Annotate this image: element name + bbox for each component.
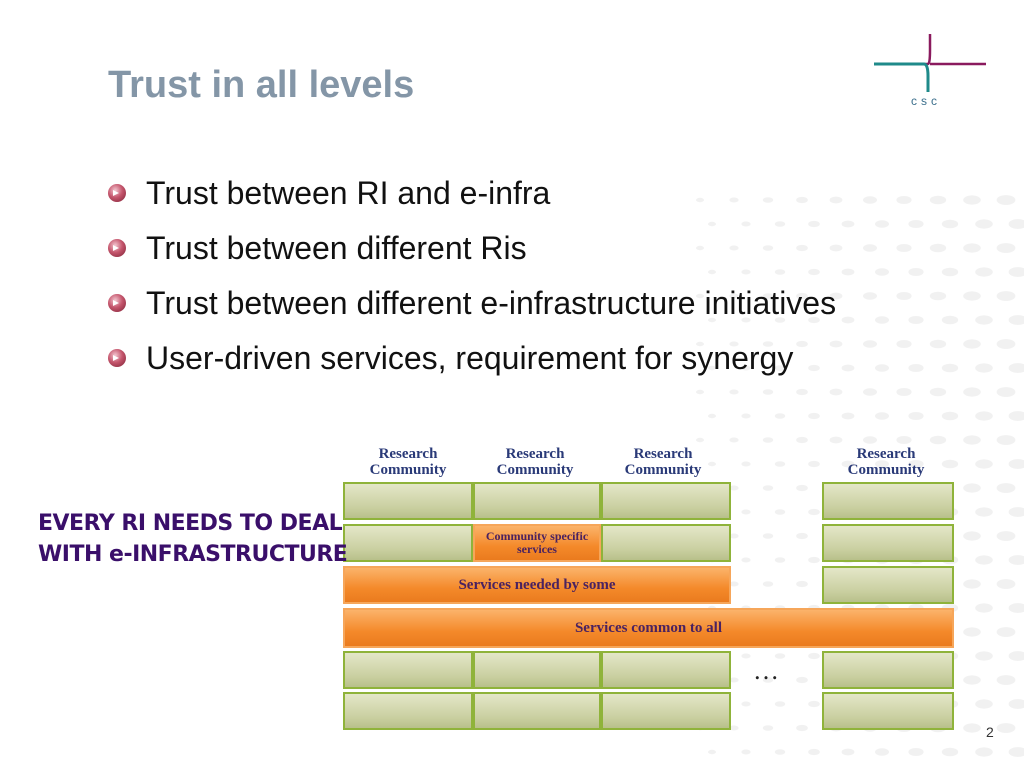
service-cell [822,651,954,689]
bullet-arrow-icon [108,294,126,312]
service-cell [343,482,473,520]
service-cell [601,651,731,689]
service-cell [822,566,954,604]
community-label-line2: Community [847,462,925,478]
community-label: Research Community [821,446,951,478]
bullet-item: User-driven services, requirement for sy… [108,339,868,378]
service-cell [473,651,601,689]
service-cell [343,692,473,730]
community-specific-line1: Community specific [485,529,589,543]
services-needed-by-some: Services needed by some [343,566,731,604]
community-label-line2: Community [496,462,574,478]
service-cell [601,524,731,562]
bullet-text: User-driven services, requirement for sy… [146,340,794,376]
community-label-line2: Community [624,462,702,478]
community-specific-services: Community specific services [473,524,601,562]
community-label: Research Community [343,446,473,478]
callout-line2: WITH e-INFRASTRUCTURE [38,542,348,567]
bullet-text: Trust between RI and e-infra [146,175,551,211]
bullet-item: Trust between different e-infrastructure… [108,284,868,323]
community-label-line2: Community [369,462,447,478]
service-cell [601,692,731,730]
community-label: Research Community [470,446,600,478]
service-cell [343,524,473,562]
community-label: Research Community [598,446,728,478]
ellipsis: … [753,656,783,685]
community-label-line1: Research [856,446,916,462]
service-cell [822,482,954,520]
bullet-item: Trust between RI and e-infra [108,174,868,213]
bullet-list: Trust between RI and e-infra Trust betwe… [108,174,868,394]
bullet-item: Trust between different Ris [108,229,868,268]
bullet-arrow-icon [108,349,126,367]
callout-text: EVERY RI NEEDS TO DEAL WITH e-INFRASTRUC… [38,508,398,570]
services-needed-by-some-label: Services needed by some [458,576,616,593]
community-label-line1: Research [378,446,438,462]
logo-text: csc [911,94,941,108]
service-cell [343,651,473,689]
callout-line1: EVERY RI NEEDS TO DEAL [38,511,343,536]
community-specific-line2: services [517,542,557,556]
service-cell [822,692,954,730]
community-label-line1: Research [633,446,693,462]
service-cell [473,482,601,520]
slide-title: Trust in all levels [108,64,415,106]
services-common-to-all-label: Services common to all [574,619,723,636]
csc-logo [874,34,986,92]
service-cell [473,692,601,730]
bullet-text: Trust between different Ris [146,230,527,266]
bullet-arrow-icon [108,184,126,202]
service-cell [822,524,954,562]
bullet-text: Trust between different e-infrastructure… [146,285,837,321]
page-number: 2 [986,724,994,740]
community-specific-services-text: Community specific services [486,530,588,556]
bullet-arrow-icon [108,239,126,257]
services-common-to-all: Services common to all [343,608,954,648]
community-label-line1: Research [505,446,565,462]
service-cell [601,482,731,520]
